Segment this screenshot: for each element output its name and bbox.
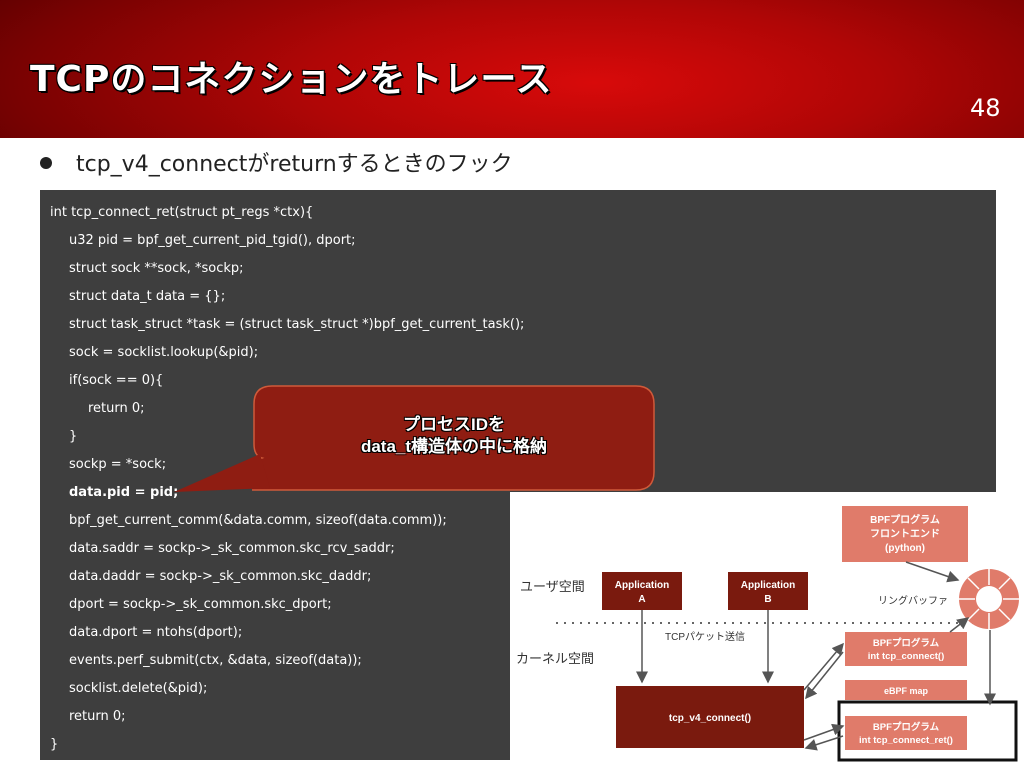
code-line: return 0;	[69, 709, 126, 724]
ebpf-map-box	[845, 680, 967, 700]
code-line: data.dport = ntohs(dport);	[69, 625, 243, 640]
code-line: sock = socklist.lookup(&pid);	[69, 345, 259, 360]
app-a-box	[602, 572, 682, 610]
code-line: int tcp_connect_ret(struct pt_regs *ctx)…	[50, 205, 314, 220]
ring-buffer-icon	[959, 569, 1019, 629]
callout-pointer	[174, 454, 270, 492]
callout-bubble	[252, 385, 655, 491]
frontend-box	[842, 506, 968, 562]
code-line: struct sock **sock, *sockp;	[69, 261, 244, 276]
bpf-connect-box	[845, 632, 967, 666]
arrow-connect-ring	[949, 617, 970, 633]
arrow-kernel-ret	[803, 723, 845, 741]
frontend-line3: (python)	[885, 543, 925, 554]
callout-line1: プロセスIDを	[403, 415, 505, 434]
tcp-packet-label: TCPパケット送信	[665, 630, 745, 643]
code-line: socklist.delete(&pid);	[69, 681, 208, 696]
bullet-point: tcp_v4_connectがreturnするときのフック	[40, 146, 513, 178]
architecture-diagram: BPFプログラム フロントエンド (python) ユーザ空間 カーネル空間 A…	[510, 492, 1024, 768]
app-a-line2: A	[638, 594, 645, 605]
code-line: struct data_t data = {};	[69, 289, 226, 304]
arrow-connect-kernel	[805, 651, 844, 700]
code-line: sockp = *sock;	[69, 457, 167, 472]
code-line: }	[50, 737, 59, 752]
kernel-space-label: カーネル空間	[516, 651, 594, 666]
arrow-ret-kernel	[804, 735, 844, 751]
title-banner	[0, 0, 1024, 138]
bpf-ret-line1: BPFプログラム	[873, 721, 940, 733]
code-panel-bottom	[40, 492, 510, 760]
code-line: dport = sockp->_sk_common.skc_dport;	[69, 597, 332, 612]
code-line: bpf_get_current_comm(&data.comm, sizeof(…	[69, 513, 447, 528]
code-line: struct task_struct *task = (struct task_…	[69, 317, 525, 332]
bpf-ret-box	[845, 716, 967, 750]
bpf-connect-line2: int tcp_connect()	[868, 651, 945, 662]
callout-line2: data_t構造体の中に格納	[360, 437, 548, 456]
app-a-line1: Application	[615, 580, 669, 591]
app-b-line2: B	[764, 594, 771, 605]
code-line: data.saddr = sockp->_sk_common.skc_rcv_s…	[69, 541, 395, 556]
app-b-box	[728, 572, 808, 610]
tcp-v4-connect-box	[616, 686, 804, 748]
code-line: }	[69, 429, 78, 444]
tcp-v4-connect-label: tcp_v4_connect()	[669, 713, 751, 724]
callout-text: プロセスIDを data_t構造体の中に格納	[252, 414, 656, 458]
code-line-highlighted: data.pid = pid;	[69, 485, 179, 500]
code-line: if(sock == 0){	[69, 373, 164, 388]
bpf-ret-line2: int tcp_connect_ret()	[859, 735, 953, 746]
arrow-frontend-ring	[905, 561, 960, 583]
user-space-label: ユーザ空間	[520, 579, 585, 594]
bullet-dot-icon	[40, 157, 52, 169]
slide-title: TCPのコネクションをトレース	[30, 59, 553, 100]
frontend-line1: BPFプログラム	[870, 513, 940, 526]
bpf-connect-line1: BPFプログラム	[873, 637, 940, 649]
ebpf-map-label: eBPF map	[884, 686, 929, 696]
frontend-line2: フロントエンド	[870, 528, 940, 540]
code-line: u32 pid = bpf_get_current_pid_tgid(), dp…	[69, 233, 356, 248]
code-line: return 0;	[88, 401, 145, 416]
app-b-line1: Application	[741, 580, 795, 591]
code-line: events.perf_submit(ctx, &data, sizeof(da…	[69, 653, 362, 668]
bullet-text: tcp_v4_connectがreturnするときのフック	[76, 152, 513, 177]
page-number: 48	[970, 94, 1001, 122]
ring-buffer-label: リングバッファ	[878, 594, 948, 607]
arrow-kernel-connect	[803, 642, 844, 691]
code-line: data.daddr = sockp->_sk_common.skc_daddr…	[69, 569, 372, 584]
